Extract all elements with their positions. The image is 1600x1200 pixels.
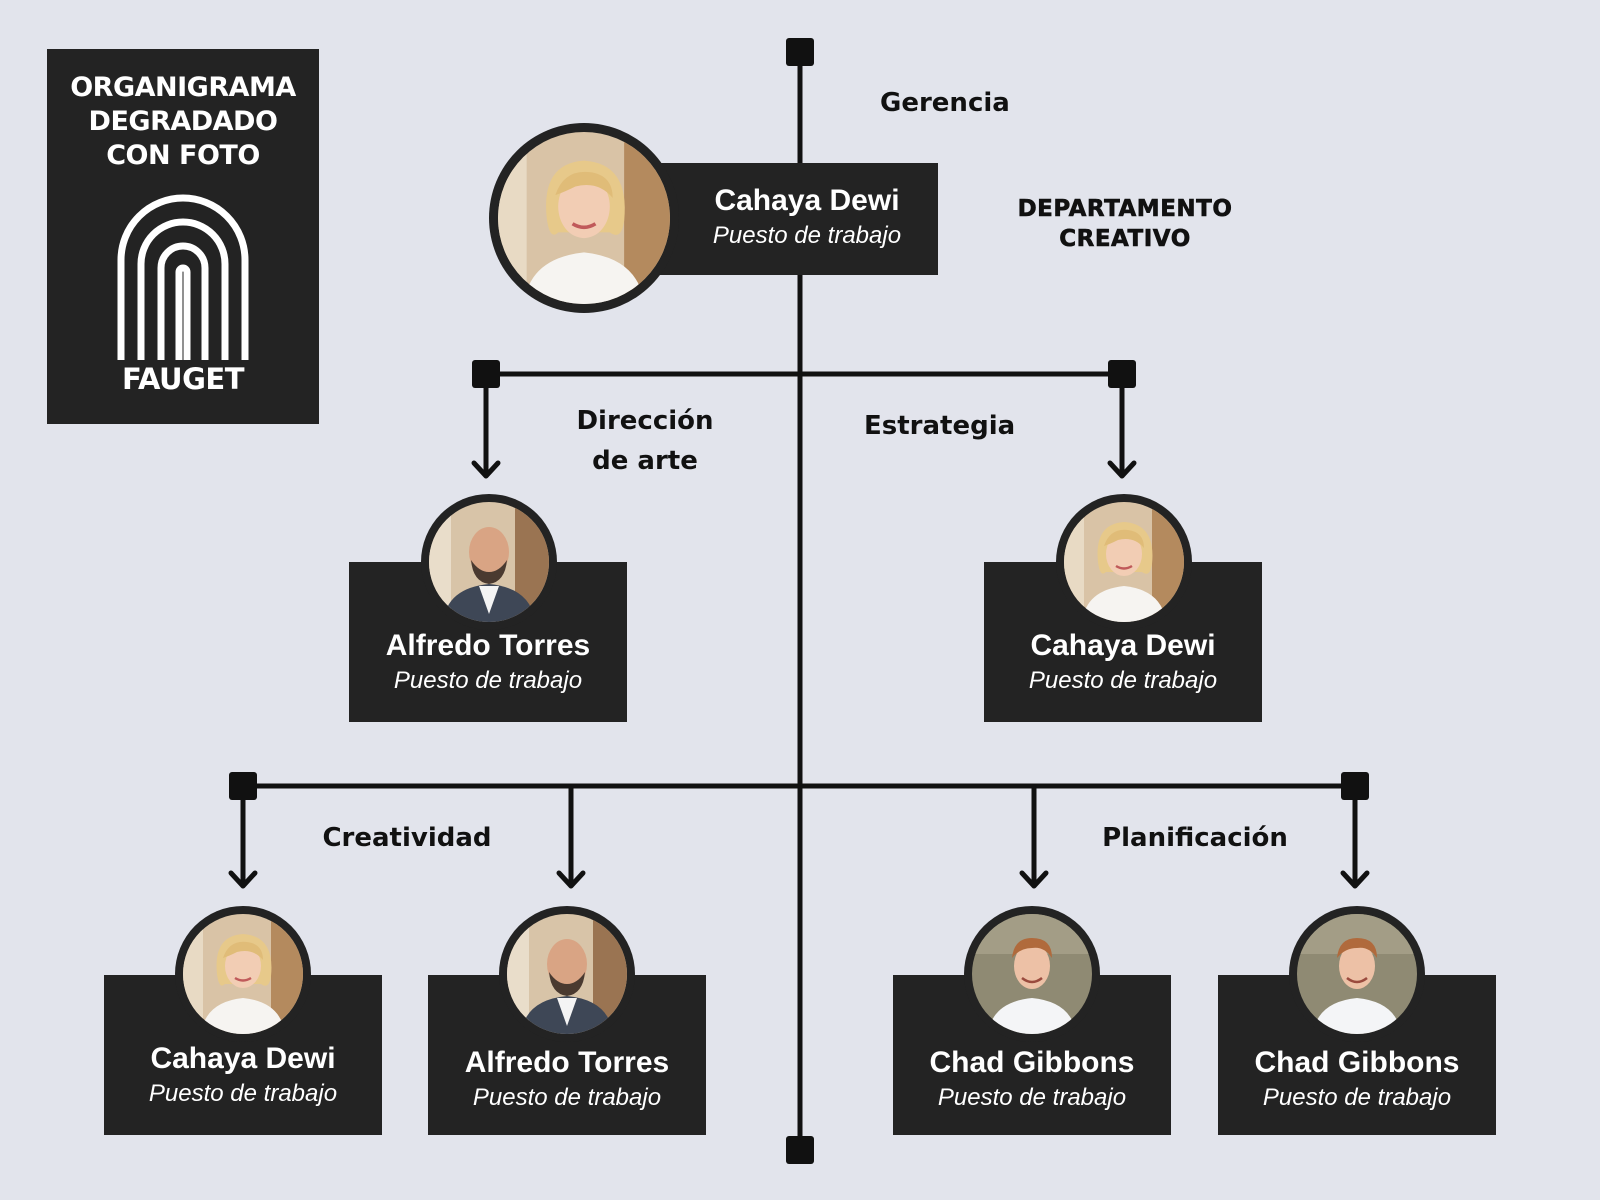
man-photo-icon [429,502,549,622]
strategist-card: Cahaya Dewi Puesto de trabajo [984,562,1262,722]
creative-2-name: Alfredo Torres [464,1046,670,1079]
man-photo-icon [972,914,1092,1034]
logo-title-line-1: ORGANIGRAMA [70,72,296,103]
planner-2-role: Puesto de trabajo [1262,1084,1452,1111]
planner-1-avatar [964,906,1100,1042]
art-director-name: Alfredo Torres [385,629,591,662]
logo-title-line-3: CON FOTO [106,140,260,171]
arrow-art-direction-head [471,460,501,479]
strategist-name: Cahaya Dewi [1030,629,1216,662]
man-photo-icon [507,914,627,1034]
arrow-creative-1-head [228,870,258,889]
section-label-art-direction-line-2: de arte [592,446,698,476]
man-photo-icon [1297,914,1417,1034]
arrow-creative-2-head [556,870,586,889]
creative-2-role: Puesto de trabajo [472,1084,662,1111]
logo-title: ORGANIGRAMA DEGRADADO CON FOTO [47,71,319,173]
woman-photo-icon [183,914,303,1034]
arch-logo-icon [117,194,249,360]
logo-title-line-2: DEGRADADO [88,106,278,137]
creative-1-name: Cahaya Dewi [150,1042,336,1075]
logo-panel: ORGANIGRAMA DEGRADADO CON FOTO FAUGET [47,49,319,424]
woman-photo-icon [498,132,670,304]
department-title: DEPARTAMENTO CREATIVO [990,194,1260,254]
planner-2-name: Chad Gibbons [1254,1046,1460,1079]
creative-1-role: Puesto de trabajo [148,1080,338,1107]
section-label-planning: Planificación [1102,823,1288,853]
manager-role: Puesto de trabajo [712,222,902,249]
planner-1-name: Chad Gibbons [929,1046,1135,1079]
department-title-line-2: CREATIVO [1059,226,1191,253]
section-label-art-direction: Dirección de arte [545,401,745,481]
creative-1-card: Cahaya Dewi Puesto de trabajo [104,975,382,1135]
art-director-role: Puesto de trabajo [393,667,583,694]
woman-photo-icon [1064,502,1184,622]
strategist-role: Puesto de trabajo [1028,667,1218,694]
creative-1-avatar [175,906,311,1042]
strategist-avatar [1056,494,1192,630]
art-director-avatar [421,494,557,630]
top-node [786,38,814,66]
creative-2-avatar [499,906,635,1042]
manager-avatar [489,123,679,313]
manager-name: Cahaya Dewi [714,184,900,217]
manager-card: Cahaya Dewi Puesto de trabajo [650,163,938,275]
planner-1-card: Chad Gibbons Puesto de trabajo [893,975,1171,1135]
section-label-strategy: Estrategia [864,411,1016,441]
section-label-art-direction-line-1: Dirección [576,406,714,436]
creative-2-card: Alfredo Torres Puesto de trabajo [428,975,706,1135]
brand-name: FAUGET [122,362,244,396]
department-title-line-1: DEPARTAMENTO [1017,196,1233,223]
bottom-node [786,1136,814,1164]
arrow-planner-2-head [1340,870,1370,889]
section-label-management: Gerencia [880,88,1010,118]
section-label-creativity: Creatividad [322,823,492,853]
planner-2-avatar [1289,906,1425,1042]
planner-1-role: Puesto de trabajo [937,1084,1127,1111]
arrow-planner-1-head [1019,870,1049,889]
arrow-strategy-head [1107,460,1137,479]
